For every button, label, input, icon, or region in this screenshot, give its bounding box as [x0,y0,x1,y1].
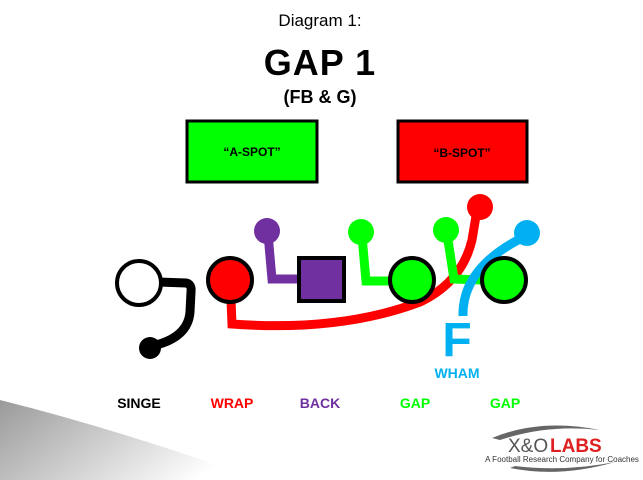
play-title: GAP 1 [264,42,376,83]
wrap-endpoint [467,194,493,220]
assignment-label-back: BACK [300,395,340,411]
svg-text:LABS: LABS [550,436,602,457]
gap-route-1 [357,235,392,286]
gap-player-1 [388,256,436,304]
wham-label: WHAM [434,365,479,381]
back-endpoint [254,218,280,244]
assignment-label-singe: SINGE [117,395,161,411]
decorative-sweep [0,400,260,480]
assignment-label-gap-1: GAP [400,395,430,411]
singe-player [115,259,163,307]
gap-endpoint-2 [433,217,459,243]
wrap-route [226,209,482,331]
back-player-center [297,256,346,303]
b-spot-label: “B-SPOT” [433,146,490,160]
b-spot-box: “B-SPOT” [396,119,529,184]
wrap-player [206,256,254,304]
wham-route [458,236,521,317]
assignment-label-wrap: WRAP [211,395,254,411]
play-subtitle: (FB & G) [284,87,357,107]
fullback-letter: F [442,314,471,367]
a-spot-label: “A-SPOT” [223,145,280,159]
singe-endpoint [139,337,161,359]
a-spot-box: “A-SPOT” [185,119,319,184]
wham-endpoint [514,220,540,246]
assignment-label-gap-2: GAP [490,395,520,411]
svg-text:X&O: X&O [508,436,548,457]
logo-tagline: A Football Research Company for Coaches [485,455,639,464]
diagram-label: Diagram 1: [278,11,361,30]
back-route [263,233,300,284]
gap-endpoint-1 [348,219,374,245]
xo-labs-logo: X&O LABS A Football Research Company for… [485,425,639,472]
gap-player-2 [480,256,528,304]
singe-route [150,277,196,351]
